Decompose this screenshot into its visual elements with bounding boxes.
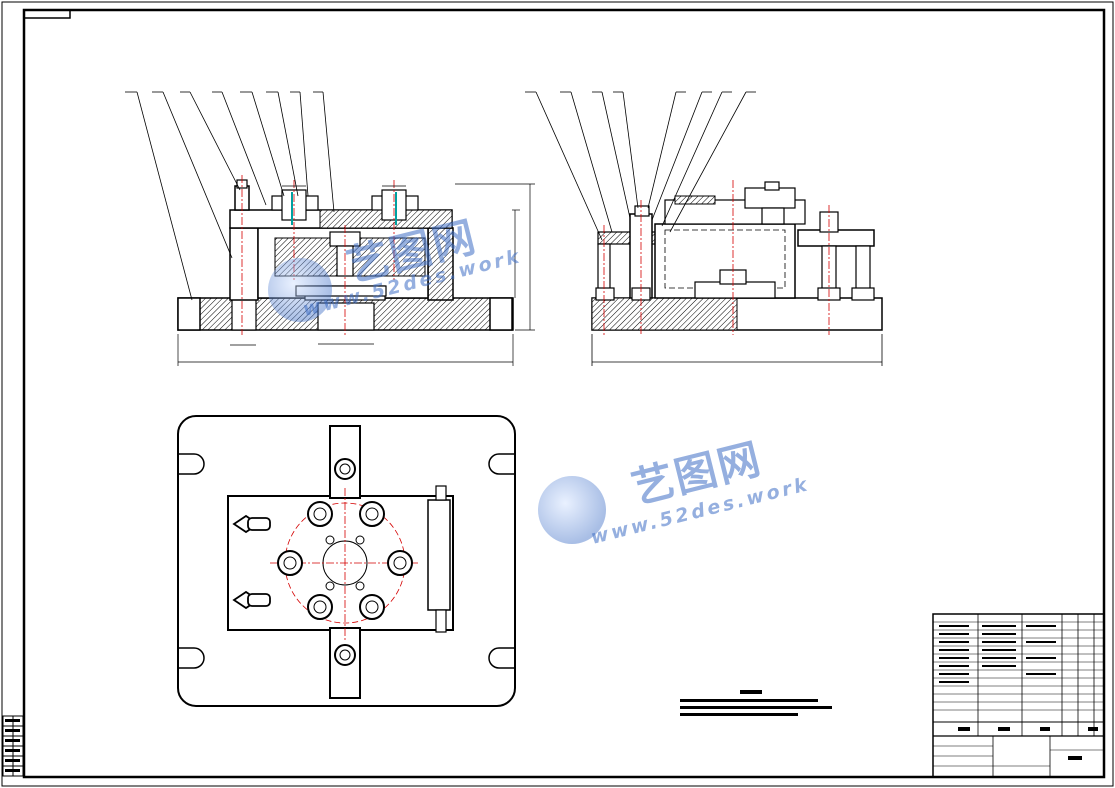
margin-stamp-table bbox=[2, 715, 24, 777]
title-block bbox=[932, 613, 1105, 778]
top-plan-view bbox=[177, 415, 516, 707]
front-section-view bbox=[125, 91, 535, 366]
technical-requirements bbox=[680, 690, 832, 716]
side-view bbox=[525, 91, 883, 366]
watermark-logo bbox=[268, 258, 606, 544]
